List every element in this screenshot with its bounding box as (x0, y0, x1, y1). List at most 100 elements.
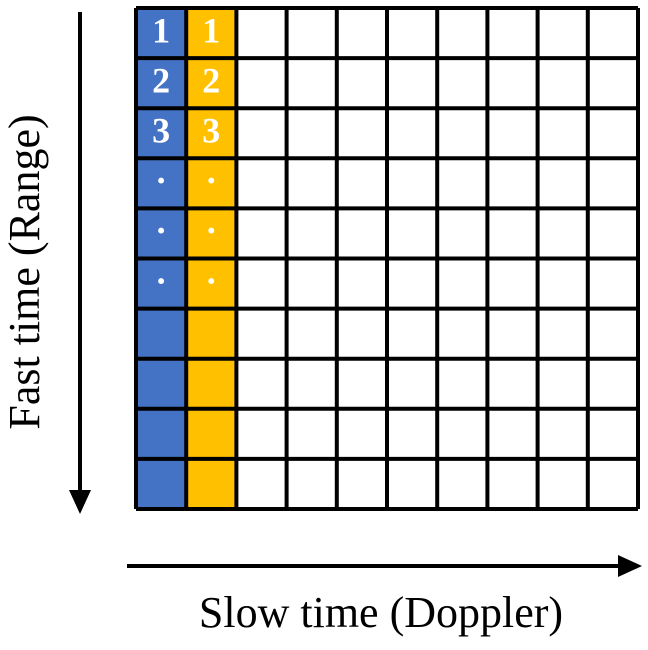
column-1-cell-label: 3 (152, 111, 170, 151)
grid-cell (136, 58, 187, 109)
grid-cell (236, 108, 287, 159)
grid-cell (537, 458, 588, 509)
grid-cell (437, 108, 488, 159)
grid-cell (336, 108, 387, 159)
grid-cell (387, 458, 438, 509)
grid-cell (437, 358, 488, 409)
slow-time-arrow-head (618, 555, 642, 577)
grid-cell (136, 408, 187, 459)
grid-cell (136, 308, 187, 359)
grid-cell (587, 258, 638, 309)
grid-cell (537, 158, 588, 209)
column-1-cell-label: · (155, 211, 167, 251)
grid-cell (437, 308, 488, 359)
grid-cell (286, 8, 337, 59)
grid-cell (487, 208, 538, 259)
grid-cell (487, 358, 538, 409)
grid-cell (236, 58, 287, 109)
fast-time-arrow-head (69, 490, 91, 514)
grid-lines (134, 6, 640, 511)
fast-time-arrow (69, 12, 91, 514)
grid-cell (136, 8, 187, 59)
column-2-cell-label: · (205, 211, 217, 251)
grid-cell (487, 108, 538, 159)
grid-cell (487, 308, 538, 359)
grid-cell (236, 208, 287, 259)
grid-cell (487, 408, 538, 459)
grid-cell (387, 358, 438, 409)
grid-cell (336, 8, 387, 59)
grid-cell (587, 158, 638, 209)
grid-cell (387, 408, 438, 459)
grid-cell (136, 258, 187, 309)
grid-cell (587, 208, 638, 259)
grid-cell (336, 458, 387, 509)
grid-cell (186, 308, 237, 359)
grid-cell (537, 58, 588, 109)
grid-cell (336, 308, 387, 359)
grid-cell (236, 308, 287, 359)
grid-cell (186, 258, 237, 309)
grid-cell (487, 58, 538, 109)
grid-cell (537, 408, 588, 459)
column-1-cell-label: 1 (152, 10, 170, 50)
grid-cell (336, 208, 387, 259)
grid-cell (286, 458, 337, 509)
grid-cell (587, 8, 638, 59)
grid-cell (437, 458, 488, 509)
grid-cell (286, 208, 337, 259)
grid-cell (336, 58, 387, 109)
grid-cells (136, 8, 638, 509)
grid-cell (387, 258, 438, 309)
grid-cell (537, 108, 588, 159)
grid-cell (336, 258, 387, 309)
grid-cell (387, 158, 438, 209)
cell-labels: 123···123··· (152, 10, 220, 301)
column-1-cell-label: · (155, 261, 167, 301)
grid-cell (437, 408, 488, 459)
grid-cell (336, 158, 387, 209)
slow-time-arrow (127, 555, 642, 577)
grid-cell (286, 358, 337, 409)
grid-cell (286, 408, 337, 459)
column-1-cell-label: · (155, 161, 167, 201)
grid-cell (286, 258, 337, 309)
grid-cell (487, 158, 538, 209)
grid-cell (537, 8, 588, 59)
grid-cell (286, 308, 337, 359)
grid-cell (387, 58, 438, 109)
grid-cell (587, 308, 638, 359)
grid-cell (186, 158, 237, 209)
grid-cell (236, 408, 287, 459)
column-2-cell-label: 2 (202, 60, 220, 100)
column-1-cell-label: 2 (152, 60, 170, 100)
grid-cell (587, 108, 638, 159)
column-2-cell-label: · (205, 161, 217, 201)
column-2-cell-label: · (205, 261, 217, 301)
grid-cell (537, 308, 588, 359)
grid-cell (587, 408, 638, 459)
grid-cell (136, 208, 187, 259)
grid-cell (136, 158, 187, 209)
grid-cell (437, 8, 488, 59)
fast-time-axis-label: Fast time (Range) (0, 114, 49, 429)
slow-time-axis-label: Slow time (Doppler) (199, 588, 563, 637)
grid-cell (186, 458, 237, 509)
grid-cell (336, 408, 387, 459)
grid-cell (587, 358, 638, 409)
grid-cell (387, 208, 438, 259)
grid-cell (136, 358, 187, 409)
grid-cell (286, 108, 337, 159)
grid-cell (537, 258, 588, 309)
column-2-cell-label: 1 (202, 10, 220, 50)
grid-cell (387, 8, 438, 59)
grid-cell (387, 308, 438, 359)
grid-cell (236, 358, 287, 409)
grid-cell (186, 358, 237, 409)
grid-cell (136, 108, 187, 159)
grid-cell (186, 208, 237, 259)
column-2-cell-label: 3 (202, 111, 220, 151)
grid-cell (236, 258, 287, 309)
grid-cell (286, 158, 337, 209)
